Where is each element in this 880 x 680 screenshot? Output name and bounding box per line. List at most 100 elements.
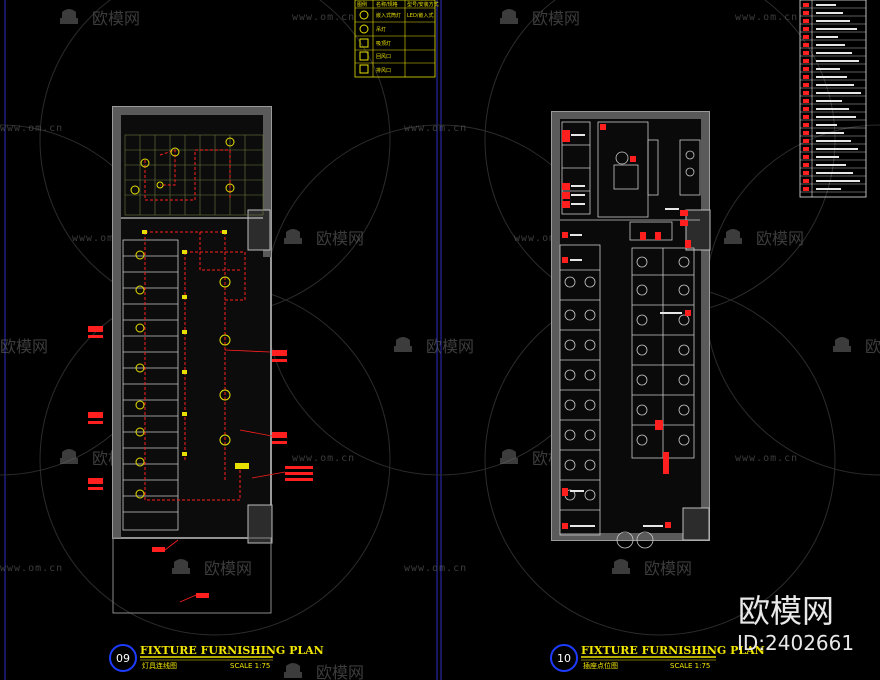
schedule-row-text	[816, 116, 856, 118]
schedule-row-marker	[803, 123, 809, 127]
ceiling-lamp-icon	[359, 38, 369, 48]
title-block-09: 09 FIXTURE FURNISHING PLAN 灯具连线图 SCALE 1…	[109, 644, 324, 672]
schedule-row-text	[816, 108, 849, 110]
schedule-row-text	[816, 140, 851, 142]
watermark-brand: 欧模网	[756, 229, 804, 248]
plan-10-outline	[551, 111, 710, 541]
plan-10-chairs	[564, 256, 690, 549]
legend-row-spec: LED/嵌入式	[407, 12, 433, 19]
schedule-row-text	[816, 44, 845, 46]
plan-09-subtitle: 灯具连线图	[142, 661, 177, 670]
schedule-row-marker	[803, 11, 809, 15]
schedule-row-text	[816, 20, 850, 22]
schedule-row-marker	[803, 35, 809, 39]
schedule-row-marker	[803, 83, 809, 87]
plan-09-wall-thick-top	[113, 107, 271, 115]
schedule-row-text	[816, 52, 852, 54]
schedule-row-marker	[803, 27, 809, 31]
schedule-table	[799, 0, 867, 198]
plan-10-socket-marks	[562, 124, 691, 529]
plan-09-stair-block	[247, 504, 273, 544]
plan-09-wall-thick-right	[263, 107, 271, 257]
schedule-row-text	[816, 12, 843, 14]
schedule-row-text	[816, 76, 847, 78]
plan-09-badge	[109, 644, 137, 672]
watermark-url: www.om.cn	[735, 453, 798, 464]
plan-09-fixtures	[130, 137, 235, 499]
watermark-brand: 欧模网	[316, 663, 364, 680]
plan-09-number: 09	[116, 652, 130, 665]
plan-09-switch-lines	[164, 349, 286, 603]
schedule-row-marker	[803, 19, 809, 23]
plan-09-lighting	[88, 106, 313, 614]
schedule-row-marker	[803, 139, 809, 143]
legend-table: 图例 名称/规格 型号/安装方式 嵌入式筒灯 LED/嵌入式 吊灯 吸顶灯 回风…	[354, 0, 439, 78]
schedule-row-marker	[803, 107, 809, 111]
watermark-url: www.om.cn	[404, 123, 467, 134]
schedule-row-text	[816, 4, 836, 6]
plan-09-column	[247, 209, 271, 251]
watermark-url: www.om.cn	[514, 233, 577, 244]
pendant-lamp-icon	[359, 24, 369, 34]
legend-header-name: 名称/规格	[376, 1, 398, 8]
corner-brand: 欧模网 ID:2402661	[737, 592, 854, 655]
plan-09-scale: SCALE 1:75	[230, 662, 270, 670]
watermark-brand: 欧模网	[644, 559, 692, 578]
schedule-row-text	[816, 180, 860, 182]
legend-row-name: 嵌入式筒灯	[376, 12, 401, 19]
watermark-brand: 欧模网	[316, 229, 364, 248]
schedule-row-text	[816, 164, 846, 166]
watermark-url: www.om.cn	[292, 453, 355, 464]
schedule-rows	[800, 3, 866, 193]
legend-row-name: 回风口	[376, 54, 391, 60]
schedule-row-marker	[803, 59, 809, 63]
schedule-row-text	[816, 100, 842, 102]
legend-row-name: 排风口	[376, 67, 391, 74]
watermark-brand: 欧模网	[532, 9, 580, 28]
schedule-row-text	[816, 60, 859, 62]
plan-10-wall-top	[552, 112, 709, 119]
schedule-row-marker	[803, 75, 809, 79]
watermark-brand: 欧模网	[0, 337, 48, 356]
watermark-url: www.om.cn	[292, 12, 355, 23]
plan-09-panel-labels	[88, 326, 313, 598]
plan-10-subtitle: 插座点位图	[583, 661, 618, 670]
schedule-row-text	[816, 84, 854, 86]
schedule-row-text	[816, 156, 839, 158]
schedule-row-marker	[803, 115, 809, 119]
schedule-row-marker	[803, 131, 809, 135]
legend-header-symbol: 图例	[357, 1, 367, 8]
schedule-row-marker	[803, 147, 809, 151]
schedule-row-marker	[803, 51, 809, 55]
plan-10-stair-block	[682, 507, 710, 541]
schedule-row-text	[816, 68, 840, 70]
plan-09-title: FIXTURE FURNISHING PLAN	[140, 644, 324, 657]
schedule-row-marker	[803, 67, 809, 71]
schedule-row-marker	[803, 163, 809, 167]
legend-header-model: 型号/安装方式	[407, 1, 439, 8]
exhaust-vent-icon	[359, 64, 369, 74]
plan-10-badge	[550, 644, 578, 672]
plan-10-wall-right	[701, 112, 709, 540]
legend-row-name: 吸顶灯	[376, 40, 391, 47]
plan-10-title: FIXTURE FURNISHING PLAN	[581, 644, 765, 657]
watermark-url: www.om.cn	[735, 12, 798, 23]
watermark-brand: 欧模网	[92, 9, 140, 28]
plan-10-scale: SCALE 1:75	[670, 662, 710, 670]
return-vent-icon	[359, 51, 369, 61]
watermark-brand: 欧模网	[204, 559, 252, 578]
watermark-url: www.om.cn	[0, 123, 63, 134]
schedule-row-marker	[803, 3, 809, 7]
watermark-url: www.om.cn	[0, 563, 63, 574]
plan-09-entrance-zone	[112, 537, 272, 614]
title-block-10: 10 FIXTURE FURNISHING PLAN 插座点位图 SCALE 1…	[550, 644, 765, 672]
watermark-url: www.om.cn	[72, 233, 135, 244]
schedule-row-marker	[803, 187, 809, 191]
legend-row-name: 吊灯	[376, 26, 386, 33]
schedule-row-text	[816, 36, 838, 38]
plan-10-wall-left	[552, 112, 560, 540]
watermark-brand: 欧模网	[426, 337, 474, 356]
schedule-row-marker	[803, 155, 809, 159]
watermark-brand: 欧模网	[865, 337, 880, 356]
